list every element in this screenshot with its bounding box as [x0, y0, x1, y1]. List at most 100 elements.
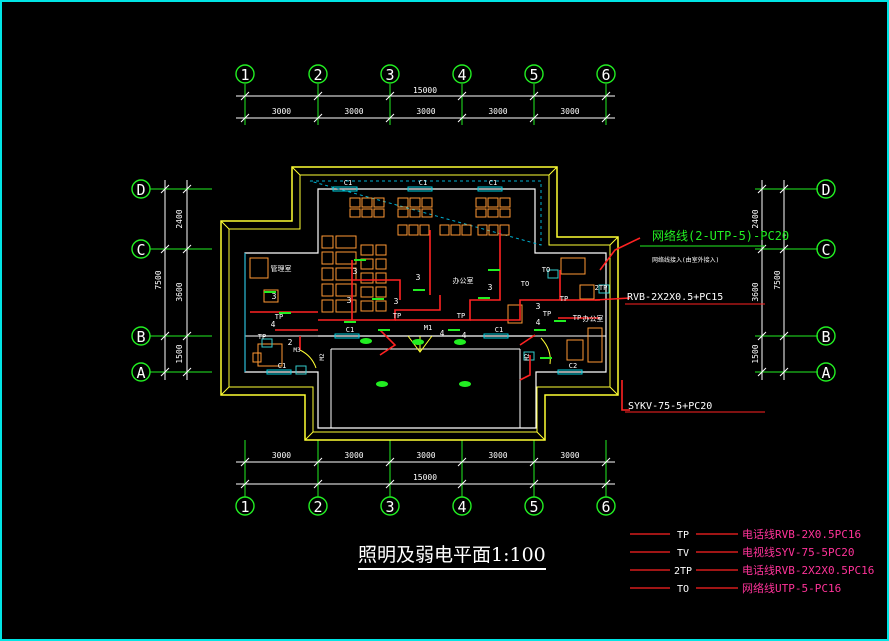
tick: [240, 91, 250, 101]
bay-dimension-bottom: 3000: [272, 451, 291, 460]
seat: [375, 272, 387, 284]
row-dimension-right: 2400: [751, 209, 760, 228]
chair: [349, 197, 361, 208]
chair: [408, 224, 419, 236]
tick: [240, 113, 250, 123]
wall-corner: [609, 386, 619, 396]
wire-count: 4: [462, 331, 467, 340]
desk: [335, 251, 357, 265]
chair: [499, 197, 511, 208]
grid-label-A: A: [821, 364, 830, 382]
seat: [360, 244, 374, 256]
grid-bubble-bottom: [235, 496, 255, 516]
ceiling-light: [376, 381, 388, 387]
total-row-dimension-right: 7500: [773, 270, 782, 289]
outlet-code: TP: [457, 312, 465, 320]
grid-label-D: D: [136, 181, 145, 199]
row-dimension-right: 1500: [751, 344, 760, 363]
tick: [385, 457, 395, 467]
grid-label-4: 4: [457, 498, 466, 516]
tick: [313, 457, 323, 467]
tick: [182, 184, 192, 194]
grid-label-1: 1: [240, 66, 249, 84]
tick: [160, 367, 170, 377]
desk: [361, 208, 373, 218]
bay-dimension-top: 3000: [344, 107, 363, 116]
tick: [601, 91, 611, 101]
door-label: M1: [424, 324, 432, 332]
bay-dimension-top: 3000: [560, 107, 579, 116]
legend-code-bg: [670, 564, 696, 576]
legend-description: 电话线RVB-2X2X0.5PC16: [742, 563, 874, 577]
tick: [240, 479, 250, 489]
tick: [779, 331, 789, 341]
outlet-code: 2TP: [595, 284, 608, 292]
eave-line: [309, 180, 542, 246]
bay-dimension-bottom: 3000: [416, 451, 435, 460]
tick: [385, 479, 395, 489]
grid-bubble-right: [816, 362, 836, 382]
wire: [379, 329, 397, 356]
wire-count: 3: [353, 267, 358, 276]
wall-corner: [548, 166, 558, 176]
tick: [160, 331, 170, 341]
row-dimension-left: 3600: [175, 282, 184, 301]
window-label: C1: [344, 179, 352, 187]
grid-bubble-right: [816, 179, 836, 199]
desk: [335, 235, 357, 249]
outlet-box: [523, 351, 535, 361]
grid-bubble-left: [131, 179, 151, 199]
room-label-management: 管理室: [271, 264, 292, 273]
tick: [313, 479, 323, 489]
legend-description: 电视线SYV-75-5PC20: [742, 545, 854, 559]
desk: [409, 208, 421, 218]
grid-bubble-left: [131, 362, 151, 382]
grid-bubble-bottom: [452, 496, 472, 516]
legend-code: TO: [677, 584, 689, 595]
grid-label-5: 5: [529, 498, 538, 516]
grid-bubble-top: [524, 64, 544, 84]
grid-label-5: 5: [529, 66, 538, 84]
chair: [475, 197, 487, 208]
grid-label-D: D: [821, 181, 830, 199]
tick: [457, 479, 467, 489]
bay-dimension-bottom: 3000: [560, 451, 579, 460]
window-label: C1: [489, 179, 497, 187]
wire: [519, 355, 531, 381]
desk: [349, 208, 361, 218]
window-label: C1: [495, 326, 503, 334]
door-label: M2: [319, 353, 326, 361]
tick: [529, 91, 539, 101]
cabinet: [249, 257, 269, 279]
seat: [375, 258, 387, 270]
desk: [257, 343, 283, 367]
wire: [621, 380, 630, 411]
grid-bubble-right: [816, 239, 836, 259]
tick: [457, 457, 467, 467]
tick: [160, 184, 170, 194]
chair: [579, 284, 595, 300]
wire-count: 4: [440, 329, 445, 338]
door-label: M3: [293, 347, 301, 354]
wire: [395, 270, 501, 321]
seat: [321, 299, 334, 313]
desk: [263, 289, 279, 303]
tick: [757, 331, 767, 341]
total-dimension-top: 15000: [413, 86, 437, 95]
chair: [373, 197, 385, 208]
window: [483, 333, 509, 339]
outlet-code: TP: [393, 312, 401, 320]
grid-bubble-top: [235, 64, 255, 84]
tick: [457, 113, 467, 123]
outlet-code: TO: [521, 280, 529, 288]
outlet-code: TP: [573, 314, 581, 322]
chair: [409, 197, 421, 208]
tick: [240, 457, 250, 467]
tick: [779, 367, 789, 377]
chair: [488, 224, 499, 236]
tick: [529, 113, 539, 123]
building-walls: [220, 166, 619, 441]
